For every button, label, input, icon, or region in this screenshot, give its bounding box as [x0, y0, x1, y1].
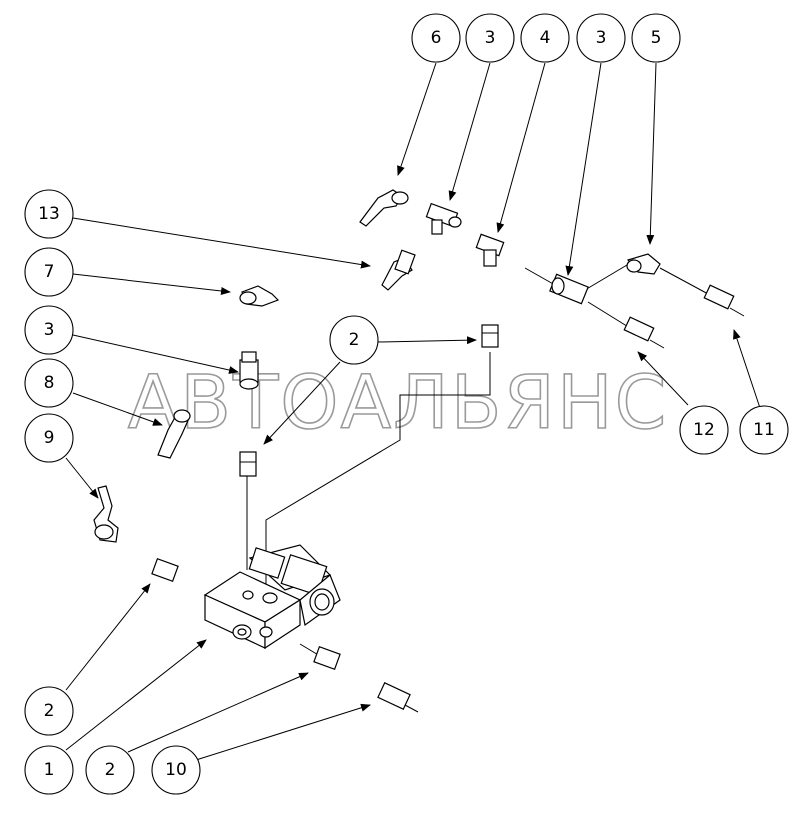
callout-2: 2	[85, 745, 135, 795]
leader-lines	[65, 62, 761, 761]
callout-2: 2	[329, 315, 379, 365]
leader-2-mid-left	[263, 361, 341, 445]
svg-text:10: 10	[165, 760, 187, 780]
hose-lines	[246, 261, 711, 657]
svg-text:3: 3	[485, 28, 496, 48]
callout-6: 6	[411, 13, 461, 63]
leader-2-bot	[127, 672, 309, 753]
callout-12: 12	[679, 405, 729, 455]
svg-text:13: 13	[38, 204, 60, 224]
leader-1	[65, 639, 207, 751]
adapter-2a	[481, 324, 499, 348]
leader-7	[72, 273, 231, 295]
leader-3b	[565, 62, 602, 276]
callout-8: 8	[24, 358, 74, 408]
callouts: 6 3 4 3 5 13 7 3 8 9 2 12 11 2 1 2 10	[24, 13, 789, 795]
adapter-2d	[313, 645, 341, 671]
callout-3: 3	[24, 305, 74, 355]
callout-5: 5	[631, 13, 681, 63]
leader-9	[65, 457, 99, 499]
leader-10	[195, 703, 371, 761]
leader-13	[72, 217, 371, 269]
leader-12	[637, 351, 689, 406]
fittings	[93, 189, 745, 713]
svg-text:7: 7	[44, 262, 55, 282]
callout-11: 11	[739, 405, 789, 455]
fitting-10	[377, 682, 411, 710]
callout-13: 13	[24, 189, 74, 239]
leader-8	[72, 392, 163, 426]
callout-4: 4	[520, 13, 570, 63]
adapter-2c	[151, 557, 179, 583]
svg-text:3: 3	[596, 28, 607, 48]
svg-text:9: 9	[44, 428, 55, 448]
valve-block	[203, 544, 341, 650]
callout-10: 10	[151, 745, 201, 795]
leader-6	[397, 62, 437, 176]
svg-text:12: 12	[693, 420, 715, 440]
watermark-text: АВТОАЛЬЯНС	[128, 360, 669, 446]
adapter-2b	[239, 451, 257, 477]
leader-2-bl	[65, 583, 151, 691]
callout-3: 3	[576, 13, 626, 63]
svg-text:6: 6	[431, 28, 442, 48]
svg-text:4: 4	[540, 28, 551, 48]
leader-4	[496, 62, 546, 233]
svg-text:5: 5	[651, 28, 662, 48]
svg-text:11: 11	[753, 420, 775, 440]
callout-1: 1	[24, 745, 74, 795]
leader-2-mid-right	[377, 336, 477, 345]
callout-7: 7	[24, 247, 74, 297]
fitting-11	[703, 284, 735, 310]
svg-text:2: 2	[349, 330, 360, 350]
callout-2: 2	[24, 686, 74, 736]
svg-text:8: 8	[44, 373, 55, 393]
leader-5	[646, 62, 657, 245]
leader-3c	[72, 334, 239, 374]
fitting-12	[623, 316, 655, 342]
svg-text:2: 2	[105, 760, 116, 780]
leader-3a	[448, 62, 491, 201]
svg-text:1: 1	[44, 760, 55, 780]
leader-11	[733, 329, 761, 409]
svg-text:2: 2	[44, 701, 55, 721]
callout-3: 3	[465, 13, 515, 63]
svg-text:3: 3	[44, 320, 55, 340]
callout-9: 9	[24, 413, 74, 463]
